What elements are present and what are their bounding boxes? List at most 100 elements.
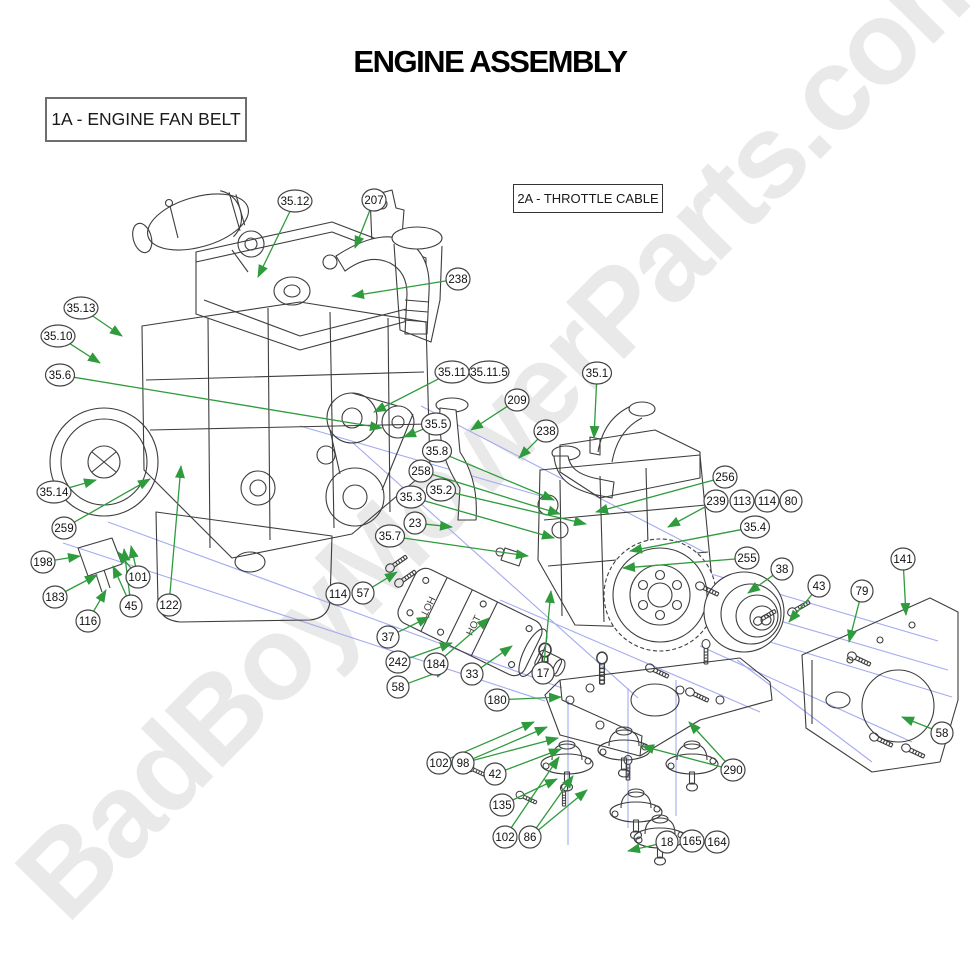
callout-102: 102: [426, 751, 452, 775]
callout-113: 113: [729, 489, 755, 513]
callout-35.7: 35.7: [374, 524, 406, 548]
fan-belt-label: 1A - ENGINE FAN BELT: [51, 109, 241, 129]
callout-164: 164: [704, 830, 730, 854]
svg-text:238: 238: [536, 426, 555, 438]
callout-33: 33: [460, 662, 484, 686]
callout-38: 38: [770, 557, 794, 581]
svg-text:42: 42: [489, 769, 502, 781]
svg-text:242: 242: [388, 657, 407, 669]
muffler-hot-text: HOT: [418, 594, 437, 618]
callout-256: 256: [712, 465, 738, 489]
svg-text:209: 209: [507, 395, 526, 407]
callout-98: 98: [451, 751, 475, 775]
throttle-hoses-illustration: [435, 397, 656, 521]
callout-58: 58: [930, 721, 954, 745]
fan-belt-label-box: 1A - ENGINE FAN BELT: [45, 97, 247, 142]
svg-text:114: 114: [329, 589, 348, 601]
callouts: 35.12 207 238 35.13 35.10 35.6 35.11 35.11.5 35.…: [30, 188, 954, 854]
callout-35.11: 35.11: [434, 360, 470, 384]
callout-17: 17: [531, 661, 555, 685]
svg-text:43: 43: [813, 581, 826, 593]
callout-239: 239: [703, 489, 729, 513]
callout-35.3: 35.3: [395, 485, 427, 509]
right-engine-illustration: [495, 429, 785, 653]
callout-238: 238: [445, 267, 471, 291]
callout-35.14: 35.14: [36, 480, 72, 504]
svg-text:35.13: 35.13: [67, 303, 96, 315]
crank-pulley-illustration: [703, 571, 785, 653]
callout-258: 258: [408, 459, 434, 483]
callout-290: 290: [720, 758, 746, 782]
svg-text:35.1: 35.1: [586, 368, 608, 380]
left-engine-illustration: [49, 189, 443, 623]
callout-79: 79: [850, 579, 874, 603]
callout-122: 122: [156, 593, 182, 617]
svg-text:255: 255: [737, 553, 756, 565]
callout-18: 18: [655, 830, 679, 854]
callout-242: 242: [385, 650, 411, 674]
svg-text:37: 37: [382, 632, 395, 644]
svg-text:35.4: 35.4: [744, 522, 767, 534]
svg-text:58: 58: [392, 682, 405, 694]
callout-37: 37: [376, 625, 400, 649]
callout-165: 165: [679, 829, 705, 853]
callout-114: 114: [325, 582, 351, 606]
svg-text:35.6: 35.6: [49, 370, 71, 382]
svg-text:57: 57: [357, 588, 370, 600]
fan-belt-illustration: [316, 392, 415, 527]
svg-text:17: 17: [537, 668, 550, 680]
throttle-cable-label-box: 2A - THROTTLE CABLE: [513, 184, 663, 213]
svg-text:114: 114: [758, 496, 777, 508]
svg-text:180: 180: [487, 695, 506, 707]
svg-text:122: 122: [159, 600, 178, 612]
svg-text:207: 207: [364, 195, 383, 207]
callout-180: 180: [484, 688, 510, 712]
svg-text:33: 33: [466, 669, 479, 681]
callout-86: 86: [518, 825, 542, 849]
callout-23: 23: [403, 511, 427, 535]
callout-35.12: 35.12: [277, 189, 313, 213]
callout-207: 207: [361, 188, 387, 212]
svg-text:35.14: 35.14: [40, 487, 69, 499]
svg-text:183: 183: [45, 592, 64, 604]
svg-text:35.11.5: 35.11.5: [470, 367, 508, 379]
callout-57: 57: [351, 581, 375, 605]
svg-text:258: 258: [411, 466, 430, 478]
callout-116: 116: [75, 609, 101, 633]
callout-141: 141: [890, 547, 916, 571]
svg-text:259: 259: [54, 523, 73, 535]
svg-text:23: 23: [409, 518, 422, 530]
callout-35.4: 35.4: [739, 515, 771, 539]
callout-43: 43: [807, 574, 831, 598]
svg-text:35.5: 35.5: [425, 419, 447, 431]
svg-text:102: 102: [495, 832, 514, 844]
svg-text:35.7: 35.7: [379, 531, 401, 543]
callout-35.10: 35.10: [40, 324, 76, 348]
svg-text:256: 256: [715, 472, 734, 484]
svg-text:116: 116: [79, 616, 97, 628]
svg-text:18: 18: [661, 837, 674, 849]
svg-text:38: 38: [776, 564, 789, 576]
svg-text:79: 79: [856, 586, 869, 598]
svg-text:35.3: 35.3: [400, 492, 422, 504]
svg-text:58: 58: [936, 728, 949, 740]
svg-text:35.12: 35.12: [281, 196, 310, 208]
callout-101: 101: [125, 565, 151, 589]
svg-text:113: 113: [733, 496, 751, 508]
engine-mount-plate: [544, 657, 773, 757]
svg-text:80: 80: [785, 496, 798, 508]
svg-text:86: 86: [524, 832, 537, 844]
callout-80: 80: [779, 489, 803, 513]
svg-text:101: 101: [128, 572, 147, 584]
svg-text:35.11: 35.11: [438, 367, 466, 379]
callout-135: 135: [489, 793, 515, 817]
svg-text:35.2: 35.2: [430, 485, 452, 497]
svg-text:239: 239: [706, 496, 725, 508]
callout-35.1: 35.1: [581, 361, 613, 385]
callout-255: 255: [734, 546, 760, 570]
svg-text:135: 135: [492, 800, 511, 812]
callout-42: 42: [483, 762, 507, 786]
svg-text:102: 102: [429, 758, 448, 770]
